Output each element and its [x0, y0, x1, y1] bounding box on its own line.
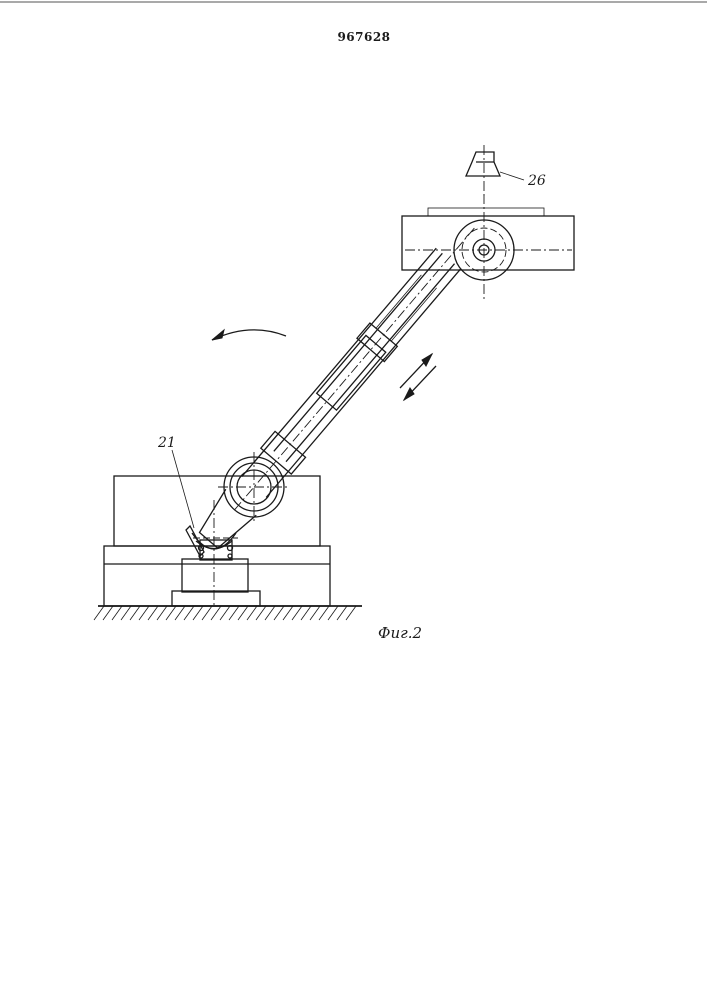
- hatch-line: [238, 606, 248, 620]
- hatch-line: [157, 606, 167, 620]
- hatch-line: [292, 606, 302, 620]
- hatch-line: [346, 606, 356, 620]
- hatch-line: [283, 606, 293, 620]
- hatch-line: [220, 606, 230, 620]
- hatch-line: [103, 606, 113, 620]
- hatch-line: [202, 606, 212, 620]
- hatch-line: [193, 606, 203, 620]
- hatch-line: [148, 606, 158, 620]
- hatch-line: [94, 606, 104, 620]
- hatch-line: [301, 606, 311, 620]
- ground: [94, 606, 362, 620]
- leader-21: [172, 450, 194, 528]
- hatch-line: [247, 606, 257, 620]
- hatch-line: [166, 606, 176, 620]
- figure-caption: Фиг.2: [378, 624, 422, 642]
- hatch-line: [229, 606, 239, 620]
- hatch-line: [310, 606, 320, 620]
- rotation-arrow: [212, 330, 286, 340]
- hatch-line: [175, 606, 185, 620]
- hatch-line: [184, 606, 194, 620]
- upper-head: [402, 194, 574, 300]
- hatch-line: [121, 606, 131, 620]
- lower-joint: [218, 452, 290, 522]
- extension-arrow: [400, 354, 436, 400]
- hatch-line: [112, 606, 122, 620]
- base-housing: [104, 476, 330, 606]
- hatch-line: [319, 606, 329, 620]
- label-26: 26: [527, 173, 546, 189]
- sensor-part-26: 26: [466, 145, 546, 196]
- hatch-line: [139, 606, 149, 620]
- label-21: 21: [157, 435, 176, 451]
- hatch-line: [265, 606, 275, 620]
- hatch-line: [337, 606, 347, 620]
- telescopic-arm: [193, 215, 489, 553]
- hatch-line: [328, 606, 338, 620]
- hatch-line: [211, 606, 221, 620]
- hatch-line: [274, 606, 284, 620]
- hatch-line: [130, 606, 140, 620]
- hatch-line: [256, 606, 266, 620]
